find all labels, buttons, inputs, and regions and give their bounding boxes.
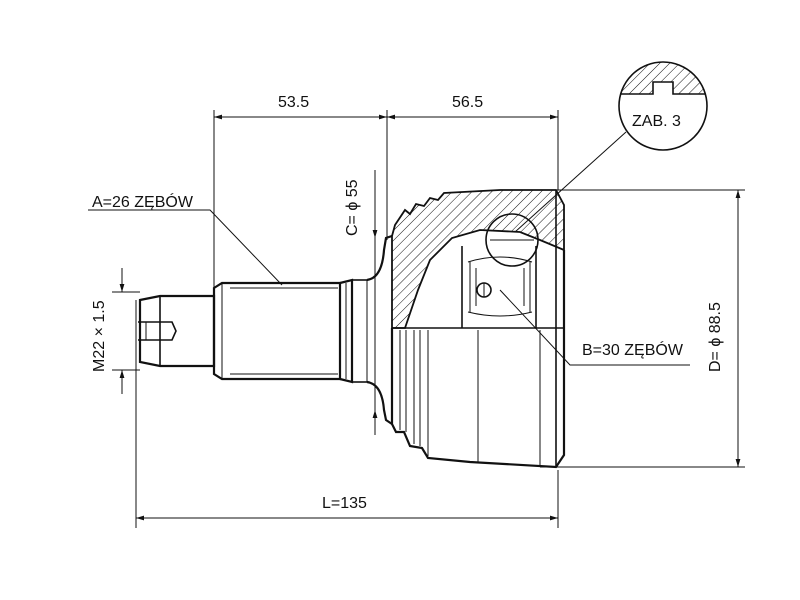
- dim-shaft-length: 53.5: [278, 94, 309, 111]
- housing-body: [390, 189, 566, 469]
- extension-lines: [112, 110, 745, 528]
- detail-circle: [618, 61, 708, 151]
- leader-lines: [88, 131, 690, 366]
- dim-total-length: L=135: [322, 495, 367, 512]
- label-inner-splines: B=30 ZĘBÓW: [582, 340, 684, 359]
- shaft: [138, 234, 393, 425]
- dim-thread: M22 × 1.5: [91, 300, 108, 372]
- dim-seal-diameter: C= ϕ 55: [344, 179, 361, 236]
- dimension-lines: [119, 114, 741, 521]
- detail-label: ZAB. 3: [632, 113, 681, 130]
- dim-outer-diameter: D= ϕ 88.5: [707, 302, 724, 372]
- label-outer-splines: A=26 ZĘBÓW: [92, 192, 194, 211]
- dim-body-length: 56.5: [452, 94, 483, 111]
